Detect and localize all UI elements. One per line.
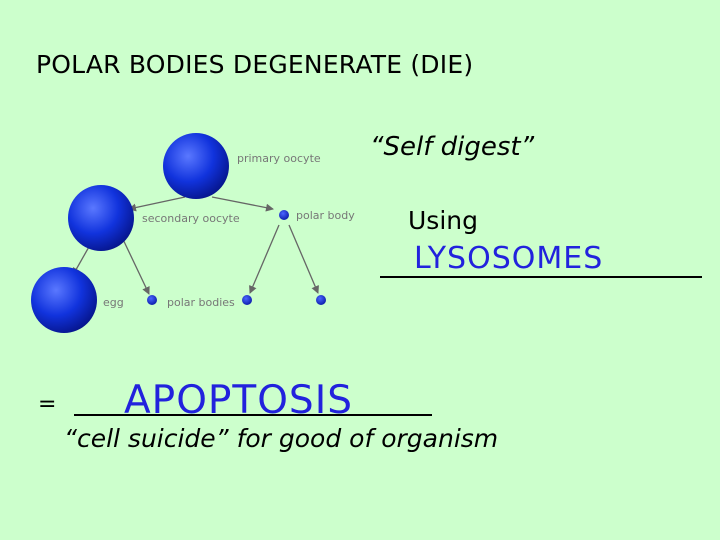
polar-body-dot-1	[147, 295, 157, 305]
polar-body-dot-3	[316, 295, 326, 305]
arrow-polar-body-left	[249, 224, 280, 294]
arrow-primary-to-secondary	[128, 196, 186, 212]
equals-sign: =	[38, 392, 57, 417]
label-primary-oocyte: primary oocyte	[237, 152, 321, 165]
slide-title: POLAR BODIES DEGENERATE (DIE)	[36, 50, 474, 79]
self-digest-text: “Self digest”	[370, 132, 535, 162]
apoptosis-answer: APOPTOSIS	[124, 378, 353, 423]
label-polar-bodies: polar bodies	[167, 296, 235, 309]
label-egg: egg	[103, 296, 124, 309]
polar-body-dot	[279, 210, 289, 220]
cell-suicide-text: “cell suicide” for good of organism	[64, 424, 499, 453]
label-polar-body: polar body	[296, 209, 355, 222]
lysosomes-answer: LYSOSOMES	[414, 241, 604, 276]
arrow-primary-to-polar-body	[211, 196, 274, 212]
arrow-polar-body-right	[288, 224, 319, 294]
polar-body-dot-2	[242, 295, 252, 305]
primary-oocyte-cell	[163, 133, 229, 199]
label-secondary-oocyte: secondary oocyte	[142, 212, 240, 225]
using-text: Using	[408, 206, 478, 235]
apoptosis-blank-line	[74, 414, 432, 416]
egg-cell	[31, 267, 97, 333]
secondary-oocyte-cell	[68, 185, 134, 251]
arrow-secondary-to-polar	[119, 232, 150, 295]
lysosomes-blank-line	[380, 276, 702, 278]
